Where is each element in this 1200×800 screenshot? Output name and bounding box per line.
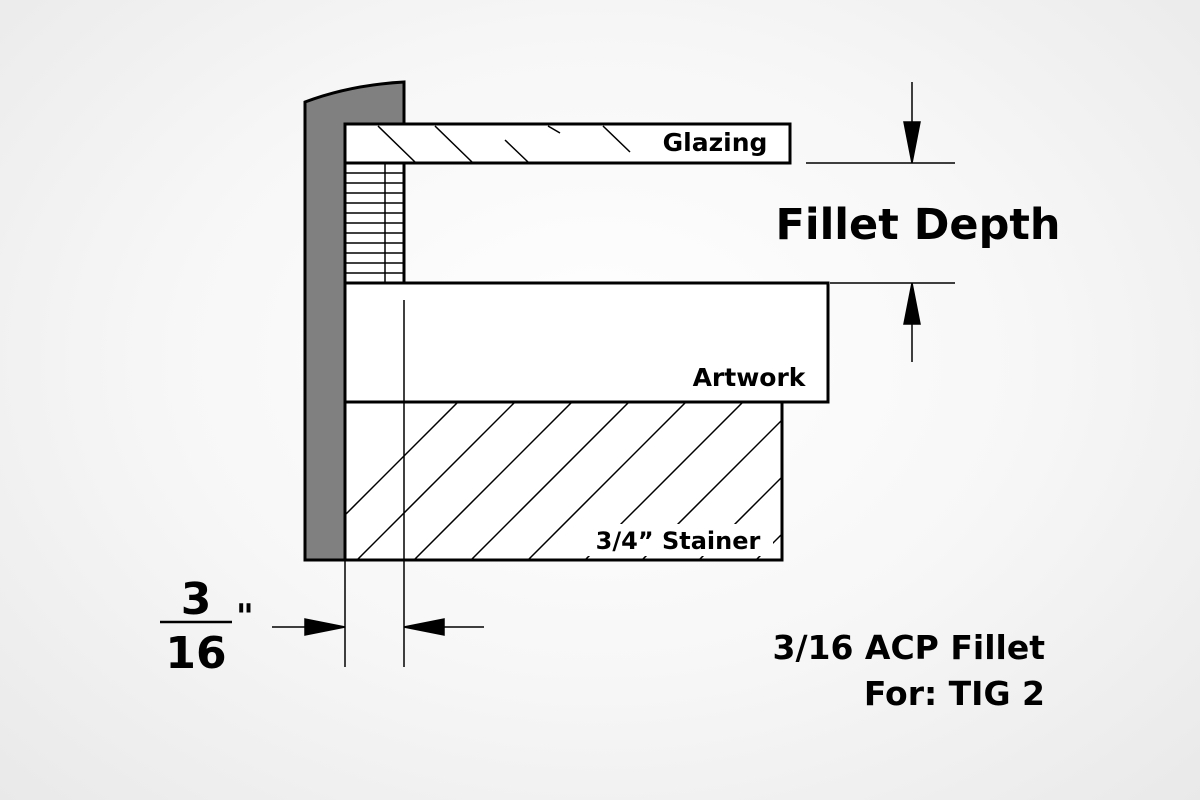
stainer-hatch-line	[870, 402, 1028, 560]
glazing-label: Glazing	[663, 128, 768, 157]
stainer-hatch-line	[345, 402, 459, 517]
stainer-layer: 3/4” Stainer	[343, 400, 1142, 562]
title-line-2: For: TIG 2	[864, 674, 1045, 713]
glazing-layer: Glazing	[343, 122, 792, 165]
artwork-label: Artwork	[693, 363, 807, 392]
fillet-spacer	[343, 161, 406, 285]
fraction-denominator: 16	[165, 628, 226, 679]
stainer-hatch-line	[413, 402, 573, 560]
stainer-hatch-line	[927, 402, 1085, 560]
stainer-hatch-line	[813, 402, 971, 560]
stainer-hatch-line	[984, 402, 1142, 560]
stainer-label: 3/4” Stainer	[596, 527, 761, 555]
stainer-hatch-line	[470, 402, 630, 560]
fillet-depth-dimension	[806, 82, 955, 362]
arrow-down-icon	[903, 121, 921, 164]
arrow-left-icon	[403, 618, 445, 636]
inch-mark: "	[236, 597, 254, 637]
arrow-up-icon	[903, 282, 921, 325]
stainer-hatch-line	[356, 402, 516, 560]
artwork-layer: Artwork	[343, 281, 830, 404]
fillet-depth-label: Fillet Depth	[775, 200, 1060, 250]
arrow-right-icon	[304, 618, 346, 636]
title-line-1: 3/16 ACP Fillet	[773, 628, 1046, 667]
fraction-numerator: 3	[181, 574, 212, 625]
width-dimension	[160, 300, 484, 667]
stainer-hatch-line	[527, 402, 687, 560]
